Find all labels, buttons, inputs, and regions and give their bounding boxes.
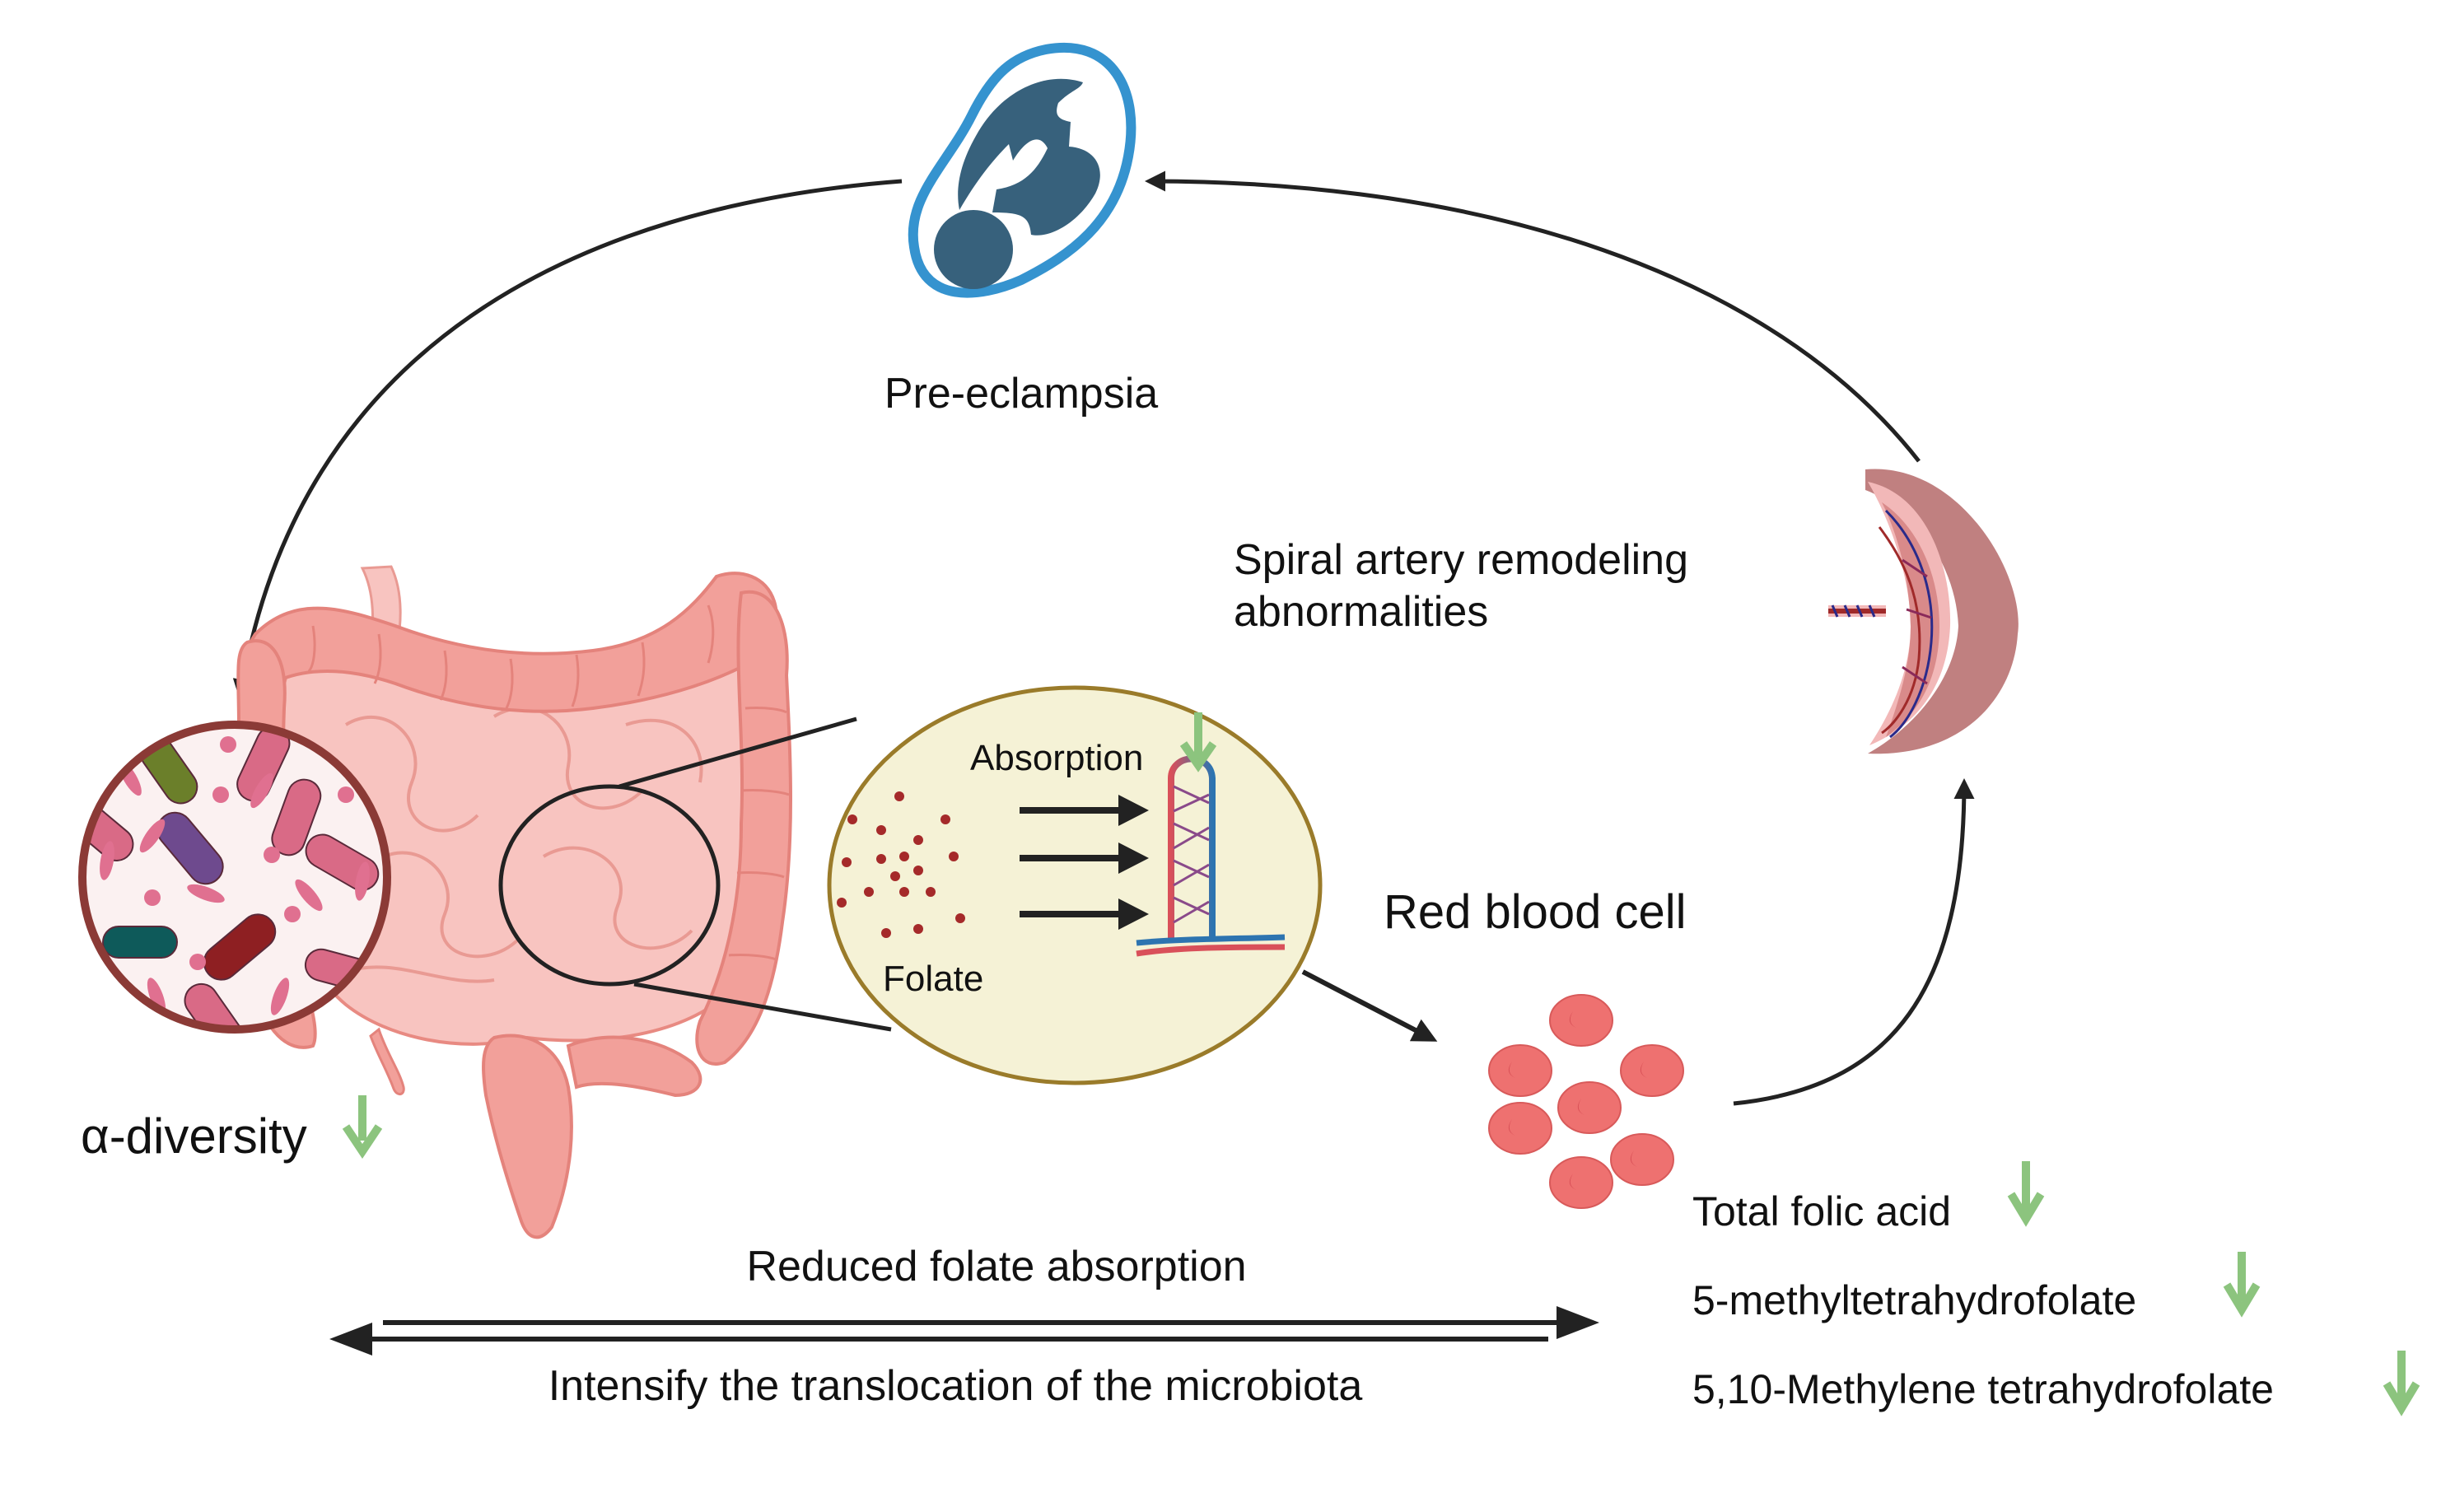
intensify-translocation-label: Intensify the translocation of the micro… bbox=[548, 1362, 1363, 1410]
red-blood-cell-icon bbox=[1557, 1081, 1622, 1134]
folate-metrics-list: Total folic acid 5-methyltetrahydrofolat… bbox=[1692, 1161, 2420, 1416]
bacteria-magnifier-icon bbox=[78, 721, 391, 1034]
bidirectional-arrow bbox=[329, 1306, 1599, 1356]
red-blood-cell-icon bbox=[1549, 1156, 1613, 1209]
absorption-label: Absorption bbox=[970, 738, 1143, 778]
metric-5-10-methylene-tetrahydrofolate: 5,10-Methylene tetrahydrofolate bbox=[1692, 1366, 2274, 1412]
reduced-folate-absorption-label: Reduced folate absorption bbox=[746, 1243, 1246, 1290]
red-blood-cell-label: Red blood cell bbox=[1384, 885, 1687, 939]
red-blood-cell-icon bbox=[1549, 994, 1613, 1047]
spiral-artery-label-line1: Spiral artery remodeling bbox=[1234, 536, 1688, 584]
arrow-rbc-to-placenta bbox=[1733, 778, 1975, 1106]
down-arrow-icon bbox=[2383, 1351, 2420, 1416]
spiral-artery-label-line2: abnormalities bbox=[1234, 588, 1488, 636]
down-arrow-icon bbox=[2223, 1252, 2261, 1318]
arrow-preeclampsia-to-microbiota bbox=[232, 179, 903, 700]
red-blood-cell-icon bbox=[1610, 1133, 1674, 1186]
down-arrow-icon bbox=[2007, 1161, 2045, 1227]
metric-5-methyltetrahydrofolate: 5-methyltetrahydrofolate bbox=[1692, 1277, 2136, 1323]
folate-label: Folate bbox=[883, 959, 983, 999]
folate-absorption-panel: Absorption Folate bbox=[827, 685, 1323, 1085]
metric-total-folic-acid: Total folic acid bbox=[1692, 1188, 1951, 1234]
folate-molecules bbox=[837, 791, 965, 938]
alpha-diversity-label: α-diversity bbox=[81, 1108, 307, 1164]
placenta-icon bbox=[1828, 469, 2019, 754]
red-blood-cells-icon bbox=[1488, 994, 1684, 1209]
red-blood-cell-icon bbox=[1488, 1044, 1552, 1097]
pre-eclampsia-label: Pre-eclampsia bbox=[884, 370, 1158, 418]
absorption-down-arrow-icon bbox=[1179, 712, 1217, 772]
red-blood-cell-icon bbox=[1488, 1102, 1552, 1155]
arrow-placenta-to-preeclampsia bbox=[1145, 170, 1921, 463]
absorption-arrows bbox=[1020, 795, 1149, 930]
magnified-region-ellipse bbox=[498, 784, 721, 987]
arrow-folate-to-rbc bbox=[1301, 969, 1438, 1042]
down-arrow-icon bbox=[342, 1095, 383, 1160]
red-blood-cell-icon bbox=[1620, 1044, 1684, 1097]
fetus-in-womb-icon bbox=[908, 42, 1136, 298]
zoom-connector-top bbox=[618, 716, 857, 789]
zoom-connector-bottom bbox=[633, 982, 892, 1032]
